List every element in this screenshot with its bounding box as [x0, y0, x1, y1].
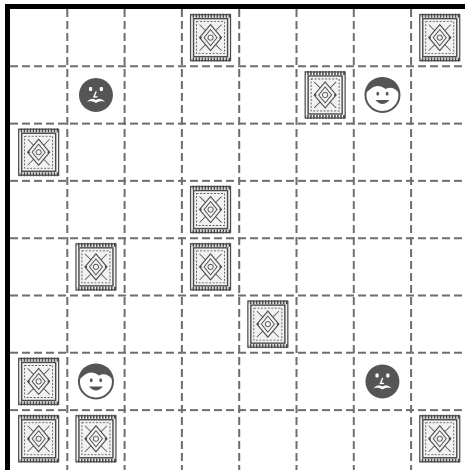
ornate-carpet-icon [19, 357, 59, 405]
mustache-face-icon[interactable] [79, 78, 113, 112]
smiling-face-icon[interactable] [79, 364, 113, 398]
ornate-carpet-icon [191, 186, 231, 234]
ornate-carpet-icon [191, 14, 231, 62]
ornate-carpet-icon [420, 415, 460, 463]
ornate-carpet-icon [19, 128, 59, 176]
ornate-carpet-icon [191, 243, 231, 291]
ornate-carpet-icon [76, 243, 116, 291]
ornate-carpet-icon [420, 14, 460, 62]
ornate-carpet-icon [76, 415, 116, 463]
mustache-face-icon[interactable] [365, 364, 399, 398]
ornate-carpet-icon [248, 300, 288, 348]
ornate-carpet-icon [305, 71, 345, 119]
smiling-face-icon[interactable] [365, 78, 399, 112]
ornate-carpet-icon [19, 415, 59, 463]
board-background [10, 9, 465, 470]
